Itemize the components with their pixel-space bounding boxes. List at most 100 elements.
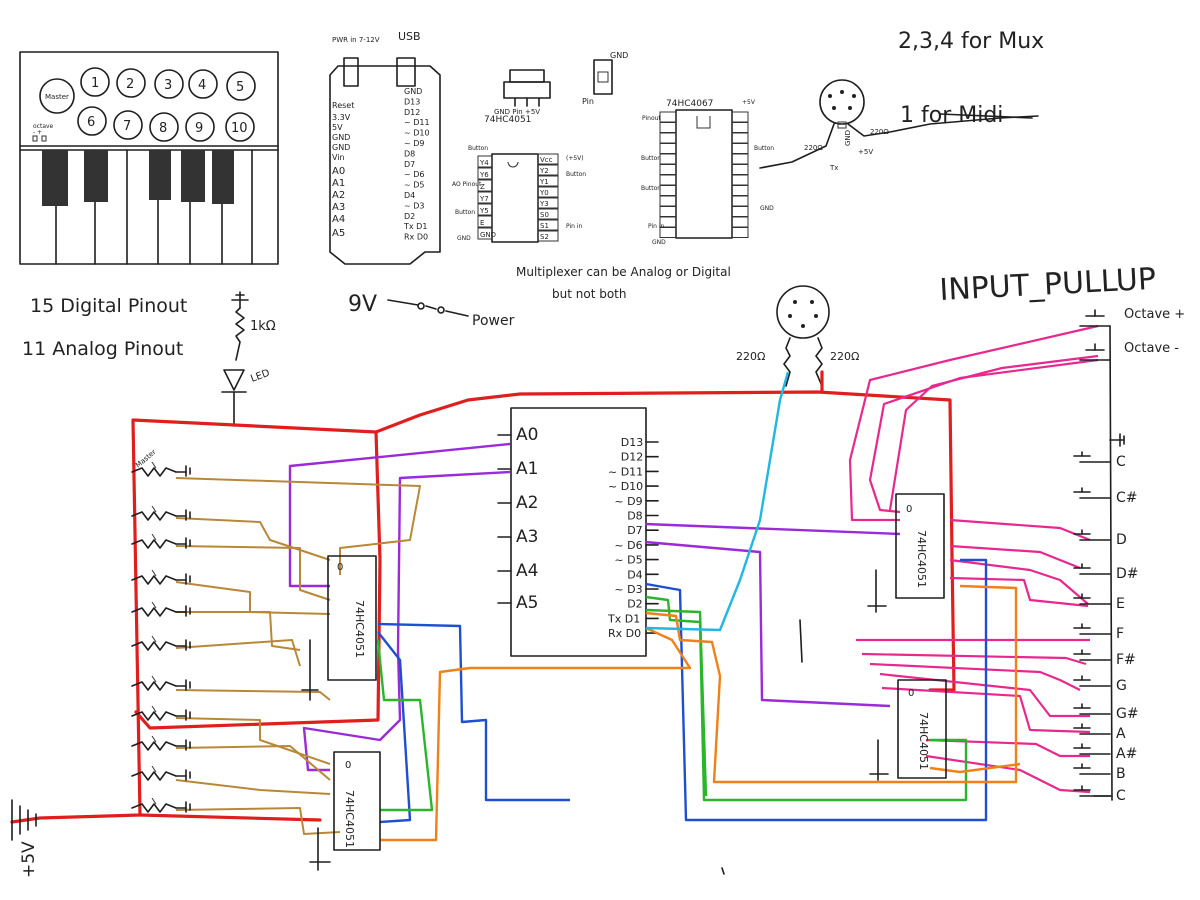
button-pin-label: Pin xyxy=(582,97,594,106)
mux-4067-label: GND xyxy=(652,239,666,246)
arduino-sketch-pin-label: D12 xyxy=(404,108,420,117)
note-button-label: G xyxy=(1116,678,1127,694)
octave-label: octave xyxy=(33,123,54,130)
mux-4067-title: 74HC4067 xyxy=(666,99,713,109)
mux-4051-label: GND xyxy=(457,235,471,242)
main-arduino-digital-pin: Tx D1 xyxy=(607,612,640,625)
arduino-sketch-pin-label: D2 xyxy=(404,212,415,221)
wire-midi-tx xyxy=(645,371,790,632)
mux-4051-pin-label: Y7 xyxy=(479,195,489,203)
supply-symbol: +5V xyxy=(11,799,39,878)
mux-4067-label: Pinout xyxy=(642,115,661,122)
note-button-label: B xyxy=(1116,766,1126,782)
knob-label: 8 xyxy=(159,121,167,136)
keyboard-sketch: Master octave - + 1 2 3 4 5 6 7 8 9 10 xyxy=(19,51,279,265)
mux-chip-pin0: 0 xyxy=(345,760,351,771)
mux-4051-label: AO Pinout xyxy=(452,181,482,188)
mux-4051-label: Button xyxy=(566,171,586,178)
led-resistor: 1kΩ LED xyxy=(221,291,276,427)
arduino-sketch-pin-label: ~ D6 xyxy=(404,170,425,179)
octave-button-label: Octave - xyxy=(1124,341,1179,356)
mux-note-line1: Multiplexer can be Analog or Digital xyxy=(516,265,731,279)
arduino-sketch-pin-label: D4 xyxy=(404,191,415,200)
regulator-sketch: GND Pin +5V xyxy=(494,69,551,116)
nine-volt-label: 9V xyxy=(348,292,377,317)
led-label: LED xyxy=(249,368,271,385)
note-button-label: C# xyxy=(1116,490,1138,506)
arduino-sketch-pin-label: GND xyxy=(332,143,350,152)
mux-chip-3: 0 74HC4051 xyxy=(867,493,945,613)
mux-4051-label: Button xyxy=(455,209,475,216)
main-arduino-digital-pin: ~ D3 xyxy=(614,583,642,596)
mux-note-line2: but not both xyxy=(552,287,626,301)
main-arduino-digital-pin: Rx D0 xyxy=(608,627,641,640)
midi-pin-label: 220Ω xyxy=(870,128,889,136)
main-arduino-digital-pin: D2 xyxy=(627,598,642,611)
mux-4067-label: Button xyxy=(641,185,661,192)
knob-label: 4 xyxy=(198,78,206,93)
mux-chip-pin0: 0 xyxy=(908,688,914,699)
main-arduino-digital-pin: D4 xyxy=(627,568,642,581)
analog-pinout-note: 11 Analog Pinout xyxy=(22,338,183,360)
arduino-sketch-pin-label: A4 xyxy=(332,214,345,225)
main-arduino-analog-pin: A3 xyxy=(516,527,538,547)
main-arduino-digital-pin: ~ D5 xyxy=(614,554,642,567)
main-arduino-analog-pin: A2 xyxy=(516,493,538,513)
note-button-label: A xyxy=(1116,726,1126,742)
master-knob xyxy=(39,78,75,114)
mux-chip-label: 74HC4051 xyxy=(353,600,366,658)
arduino-sketch-pin-label: A3 xyxy=(332,202,345,213)
mux-chip-pin0: 0 xyxy=(337,562,343,573)
mux-4051-label: Button xyxy=(468,145,488,152)
arduino-sketch-pin-label: A1 xyxy=(332,178,345,189)
knob-label: 2 xyxy=(126,77,134,92)
note-button-label: D xyxy=(1116,532,1127,548)
main-arduino-analog-pin: A5 xyxy=(516,593,538,613)
wire-orange xyxy=(380,584,1021,842)
potentiometer xyxy=(131,681,177,691)
midi-pin-label: +5V xyxy=(858,148,873,156)
potentiometer xyxy=(131,575,177,585)
potentiometer xyxy=(131,511,177,521)
knob-label: 9 xyxy=(195,121,203,136)
octave-button-label: Octave + xyxy=(1124,307,1185,322)
mux-pin-note: 2,3,4 for Mux xyxy=(898,29,1044,54)
note-button-label: F xyxy=(1116,626,1124,642)
arduino-sketch: PWR in 7-12V USB Reset3.3V5VGNDGNDVinA0A… xyxy=(329,30,441,265)
arduino-sketch-pin-label: D7 xyxy=(404,160,415,169)
main-arduino-digital-pin: ~ D11 xyxy=(608,465,643,478)
main-midi-connector: 220Ω 220Ω xyxy=(736,285,859,387)
midi-resistor-label: 220Ω xyxy=(830,350,859,363)
arduino-sketch-pin-label: ~ D3 xyxy=(404,201,425,210)
mux-4051-pin-label: Y2 xyxy=(539,167,549,175)
main-arduino-digital-pin: D13 xyxy=(621,436,643,449)
mux-4067-label: GND xyxy=(760,205,774,212)
note-button-label: C xyxy=(1116,454,1126,470)
keyboard-knobs: 1 2 3 4 5 6 7 8 9 10 xyxy=(77,67,256,142)
mux-4067-label: Button xyxy=(754,145,774,152)
mux-4051-label: Pin in xyxy=(566,223,583,230)
wire-green xyxy=(376,595,968,812)
main-arduino-analog-pin: A4 xyxy=(516,561,538,581)
knob-label: 10 xyxy=(231,121,248,136)
mux-4051-pin-label: Vcc xyxy=(540,156,553,164)
main-arduino-digital-pin: D8 xyxy=(627,510,642,523)
midi-resistor-label: 220Ω xyxy=(736,350,765,363)
master-knob-label: Master xyxy=(45,93,69,101)
mux-chip-label: 74HC4051 xyxy=(917,712,930,770)
mux-4067-vcc: +5V xyxy=(742,99,756,106)
wire-pot xyxy=(175,477,421,835)
usb-label: USB xyxy=(398,30,421,43)
knob-label: 5 xyxy=(236,80,244,95)
supply-label: +5V xyxy=(19,841,39,878)
input-pullup-note: INPUT_PULLUP xyxy=(939,262,1157,308)
mux-chip-4: 0 74HC4051 xyxy=(869,679,947,781)
arduino-sketch-pin-label: ~ D10 xyxy=(404,129,430,138)
main-arduino-digital-pin: ~ D10 xyxy=(608,480,643,493)
mux-4051-pin-label: S2 xyxy=(540,233,549,241)
potentiometers: Master xyxy=(131,448,191,813)
mux-4051-pin-label: Y1 xyxy=(539,178,549,186)
